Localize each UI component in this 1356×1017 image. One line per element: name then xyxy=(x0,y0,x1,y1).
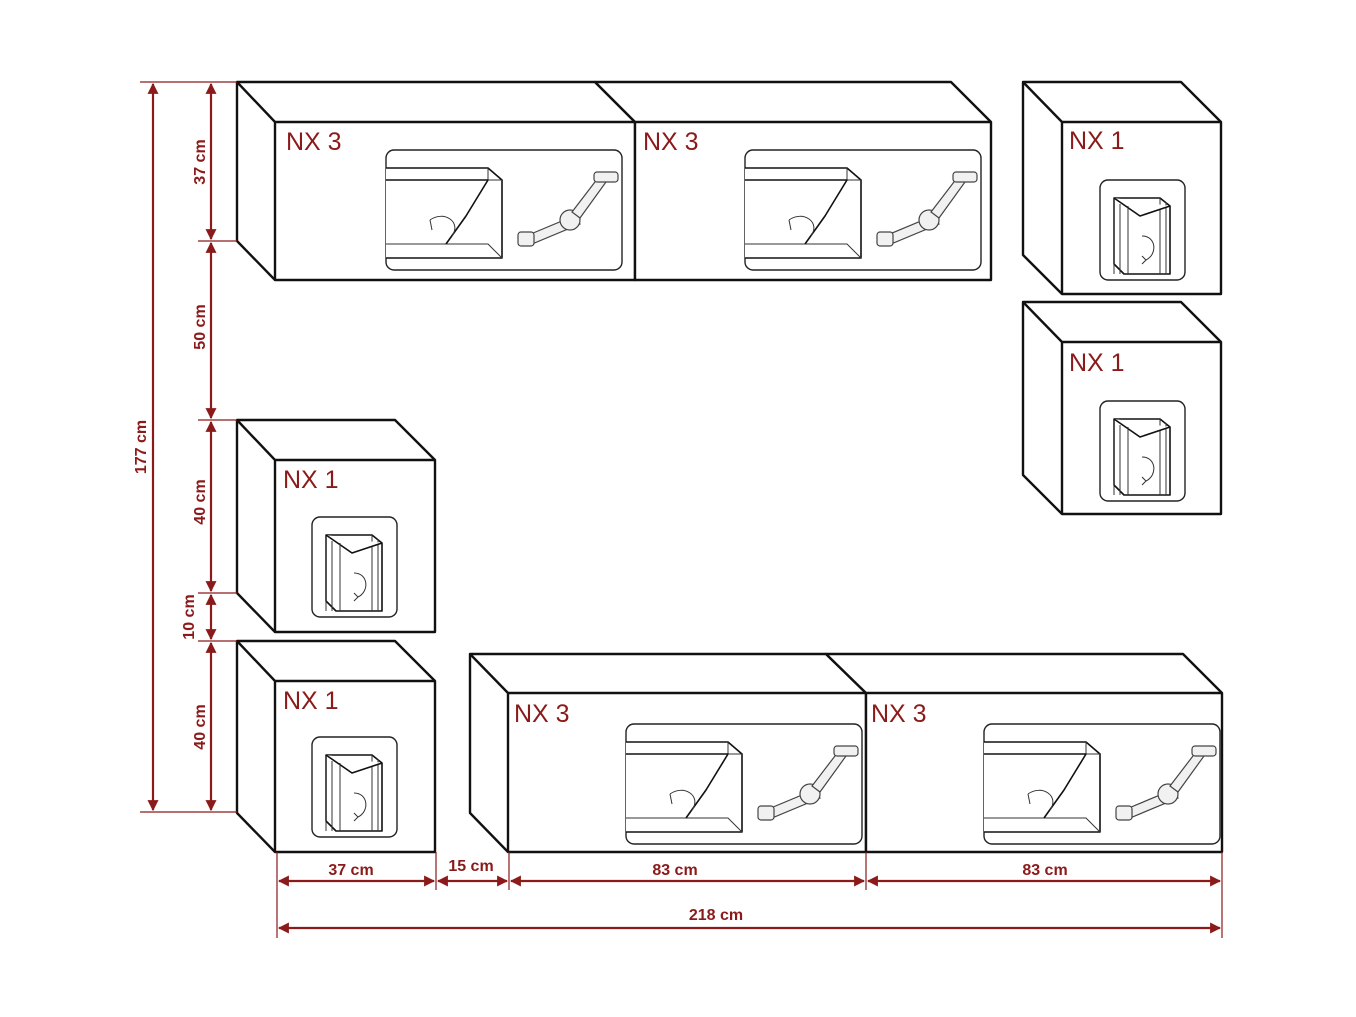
cabinet-left-bottom: NX 1 xyxy=(235,639,437,854)
dim-gap-small: 10 cm xyxy=(181,594,198,639)
dim-gap-top: 50 cm xyxy=(192,304,209,349)
dim-width-small: 37 cm xyxy=(328,862,373,879)
cabinet-top-left: NX 3 xyxy=(235,80,637,282)
dim-width-long-2: 83 cm xyxy=(1022,862,1067,879)
dim-total-width: 218 cm xyxy=(689,907,743,924)
cabinet-top-middle: NX 3 xyxy=(593,80,993,282)
cabinet-right-lower: NX 1 xyxy=(1021,300,1223,516)
dim-width-long-1: 83 cm xyxy=(652,862,697,879)
module-label-right-lower: NX 1 xyxy=(1069,349,1125,377)
module-label-left-bottom: NX 1 xyxy=(283,687,339,715)
module-label-top-middle: NX 3 xyxy=(643,128,699,156)
dim-bottom-cabinet-height: 40 cm xyxy=(192,704,209,749)
dim-mid-cabinet-height: 40 cm xyxy=(192,479,209,524)
module-label-bottom-left: NX 3 xyxy=(514,700,570,728)
dim-top-cabinet-height: 37 cm xyxy=(192,139,209,184)
cabinet-bottom-right: NX 3 xyxy=(824,652,1224,854)
dim-total-height: 177 cm xyxy=(133,420,150,474)
cabinet-left-middle: NX 1 xyxy=(235,418,437,634)
module-label-right-upper: NX 1 xyxy=(1069,127,1125,155)
module-label-top-left: NX 3 xyxy=(286,128,342,156)
horizontal-dimensions: 37 cm 15 cm 83 cm 83 cm 218 cm xyxy=(276,852,1223,938)
module-label-bottom-right: NX 3 xyxy=(871,700,927,728)
dim-width-gap: 15 cm xyxy=(448,858,493,875)
cabinet-right-upper: NX 1 xyxy=(1021,80,1223,296)
module-label-left-middle: NX 1 xyxy=(283,466,339,494)
cabinet-bottom-left: NX 3 xyxy=(468,652,868,854)
vertical-dimensions: 177 cm 37 cm 50 cm 40 cm 10 cm 40 cm xyxy=(133,81,237,813)
